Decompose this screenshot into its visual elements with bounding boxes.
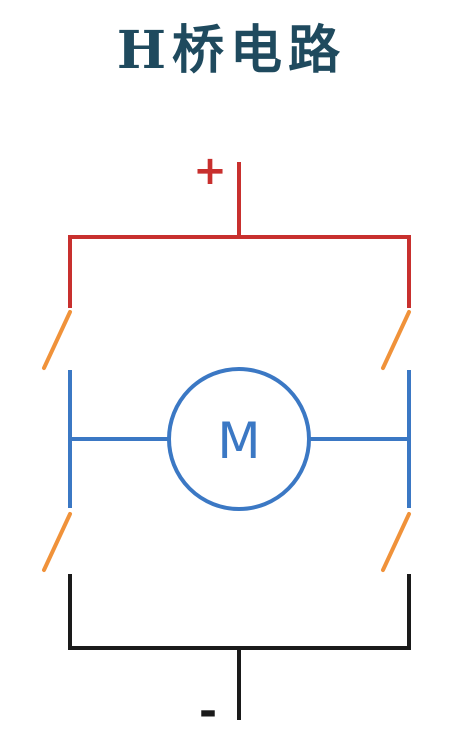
motor-branch: [68, 367, 411, 511]
switch-lower-right: [381, 512, 411, 572]
upper-switches: [42, 310, 411, 370]
minus-label: -: [199, 686, 217, 737]
switch-lower-left: [42, 512, 72, 572]
negative-rail: [68, 574, 411, 720]
plus-label: +: [193, 148, 227, 194]
page-title: H桥电路: [116, 20, 347, 81]
switch-upper-left: [42, 310, 72, 370]
switch-upper-right: [381, 310, 411, 370]
motor-label: M: [217, 412, 260, 470]
lower-switches: [42, 512, 411, 572]
motor-symbol: [167, 367, 311, 511]
positive-rail: [68, 162, 411, 308]
